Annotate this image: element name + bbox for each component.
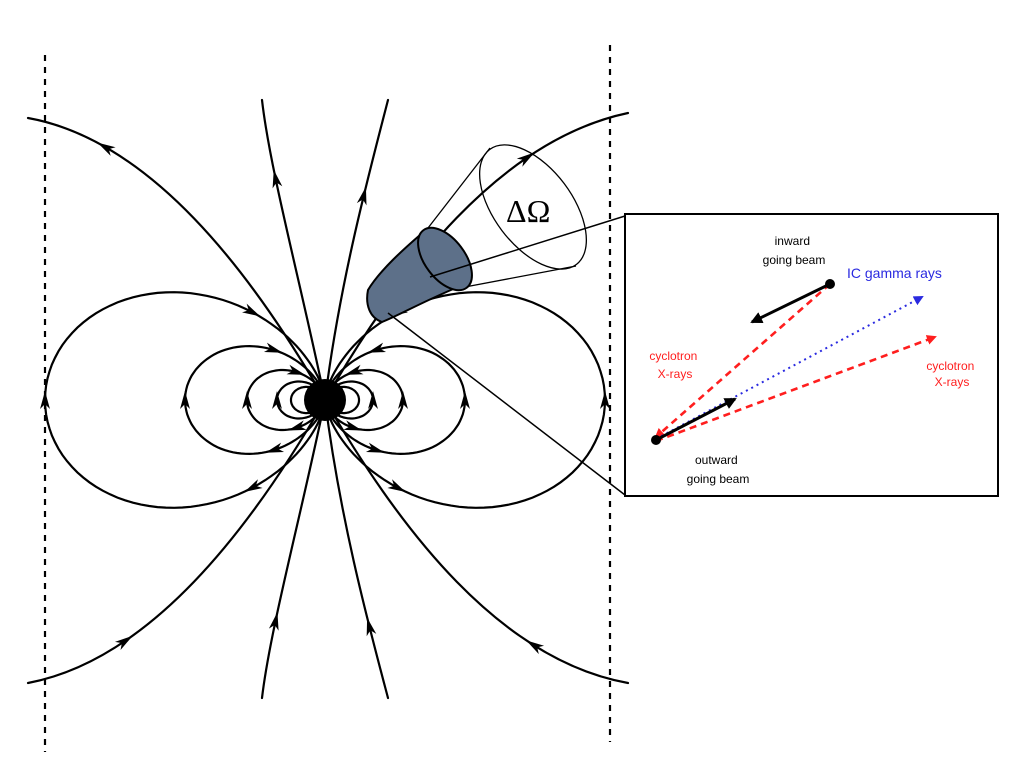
solid-angle-label: ΔΩ bbox=[506, 193, 550, 229]
field-arrow-icon bbox=[526, 640, 545, 655]
emission-cone bbox=[427, 144, 588, 288]
field-arrow-icon bbox=[272, 391, 282, 409]
inward-beam-label: inward going beam bbox=[763, 234, 826, 267]
ic-gamma-ray-arrow bbox=[655, 296, 924, 440]
outward-beam-arrow bbox=[655, 397, 737, 442]
field-arrow-icon bbox=[365, 442, 385, 453]
field-arrow-icon bbox=[366, 617, 377, 637]
field-arrow-icon bbox=[263, 342, 283, 353]
field-arrow-icon bbox=[398, 391, 408, 409]
field-arrow-icon bbox=[387, 479, 406, 492]
outward-beam-label: outward going beam bbox=[687, 453, 750, 486]
field-arrow-icon bbox=[272, 169, 283, 189]
field-arrow-icon bbox=[97, 142, 116, 156]
field-arrow-icon bbox=[288, 420, 307, 431]
field-arrow-icon bbox=[268, 612, 279, 631]
open-field-line bbox=[323, 398, 390, 700]
open-field-line bbox=[260, 398, 327, 700]
open-field-line bbox=[260, 98, 327, 402]
field-arrow-icon bbox=[460, 391, 470, 409]
field-arrow-icon bbox=[286, 364, 306, 375]
particle-beam-tube bbox=[366, 233, 472, 324]
cyclotron-right-label: cyclotron X-rays bbox=[926, 359, 977, 389]
field-arrow-icon bbox=[114, 635, 133, 651]
field-arrow-icon bbox=[344, 364, 364, 375]
open-field-line bbox=[323, 111, 630, 402]
outward-beam-particle bbox=[651, 435, 661, 445]
open-field-line bbox=[26, 116, 327, 402]
field-arrow-icon bbox=[40, 391, 50, 409]
field-arrow-icon bbox=[368, 391, 378, 409]
ic-gamma-label: IC gamma rays bbox=[847, 265, 942, 281]
inset-panel bbox=[624, 213, 999, 497]
field-arrow-icon bbox=[244, 479, 263, 492]
field-arrow-icon bbox=[242, 391, 252, 409]
neutron-star-icon bbox=[304, 379, 346, 421]
connector-line-bottom bbox=[387, 312, 626, 496]
cyclotron-xray-arrow-inward bbox=[654, 283, 831, 439]
open-field-line bbox=[323, 398, 630, 685]
field-arrow-icon bbox=[265, 442, 285, 453]
field-arrow-icon bbox=[242, 303, 261, 317]
inward-beam-particle bbox=[825, 279, 835, 289]
beam-tube-end bbox=[417, 226, 473, 292]
open-field-line bbox=[323, 98, 390, 402]
cyclotron-xray-arrow-outward bbox=[655, 335, 937, 443]
connector-line-top bbox=[429, 215, 626, 278]
field-arrow-icon bbox=[343, 420, 362, 431]
inward-beam-arrow bbox=[750, 282, 831, 324]
field-arrow-icon bbox=[516, 152, 535, 167]
field-arrow-icon bbox=[600, 391, 610, 409]
field-arrow-icon bbox=[356, 186, 367, 206]
open-field-line bbox=[26, 398, 327, 685]
field-arrow-icon bbox=[180, 391, 190, 409]
cyclotron-left-label: cyclotron X-rays bbox=[649, 349, 700, 381]
field-arrow-icon bbox=[367, 342, 387, 353]
